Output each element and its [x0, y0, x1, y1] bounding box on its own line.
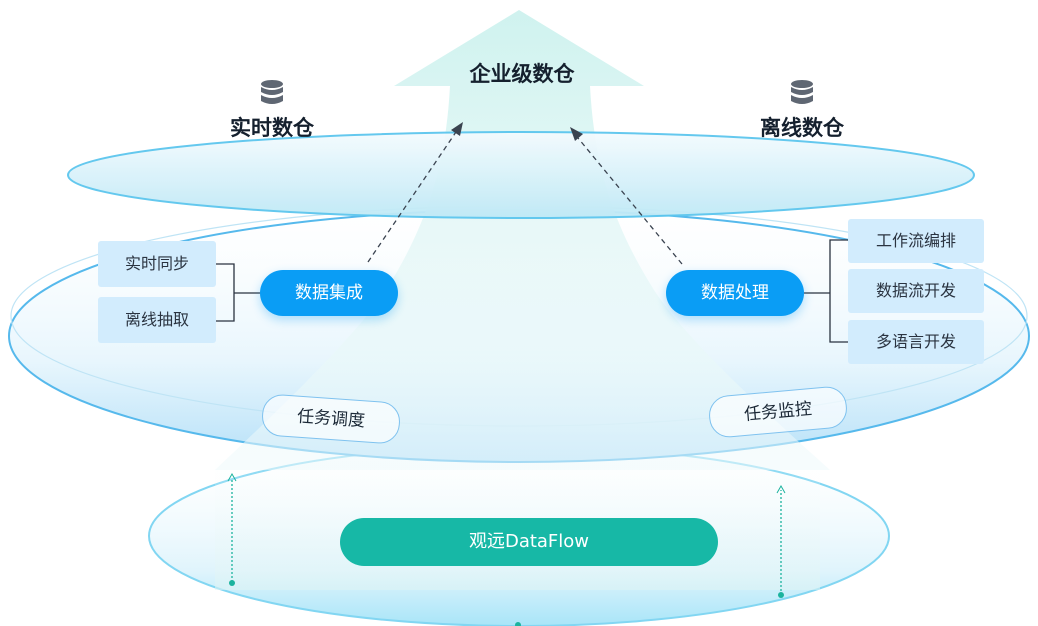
offline-warehouse-title: 离线数仓 [760, 116, 844, 140]
dot-right [778, 592, 784, 598]
enterprise-arrow [215, 10, 830, 470]
bracket-right [829, 239, 848, 343]
enterprise-warehouse-title: 企业级数仓 [469, 62, 575, 86]
arrowhead-right [570, 127, 583, 141]
arrowhead-up-left [227, 472, 237, 482]
realtime-warehouse-title: 实时数仓 [230, 116, 314, 140]
arrowhead-left [451, 122, 463, 136]
platform-node: 观远DataFlow [340, 518, 718, 566]
data-integration-node: 数据集成 [260, 270, 398, 316]
warehouse-disk [67, 131, 975, 219]
item-dataflow-development: 数据流开发 [848, 269, 984, 313]
item-multilanguage-development: 多语言开发 [848, 320, 984, 364]
dot-left [229, 580, 235, 586]
source-realtime-sync: 实时同步 [98, 241, 216, 287]
item-workflow-orchestration: 工作流编排 [848, 219, 984, 263]
dot-bottom [515, 622, 521, 626]
data-processing-node: 数据处理 [666, 270, 804, 316]
database-icon [791, 80, 813, 104]
source-offline-extract: 离线抽取 [98, 297, 216, 343]
database-icon [261, 80, 283, 104]
dashed-arrow-right [577, 137, 683, 265]
arrowhead-up-right [776, 484, 786, 494]
dashed-arrow-left [367, 131, 457, 263]
